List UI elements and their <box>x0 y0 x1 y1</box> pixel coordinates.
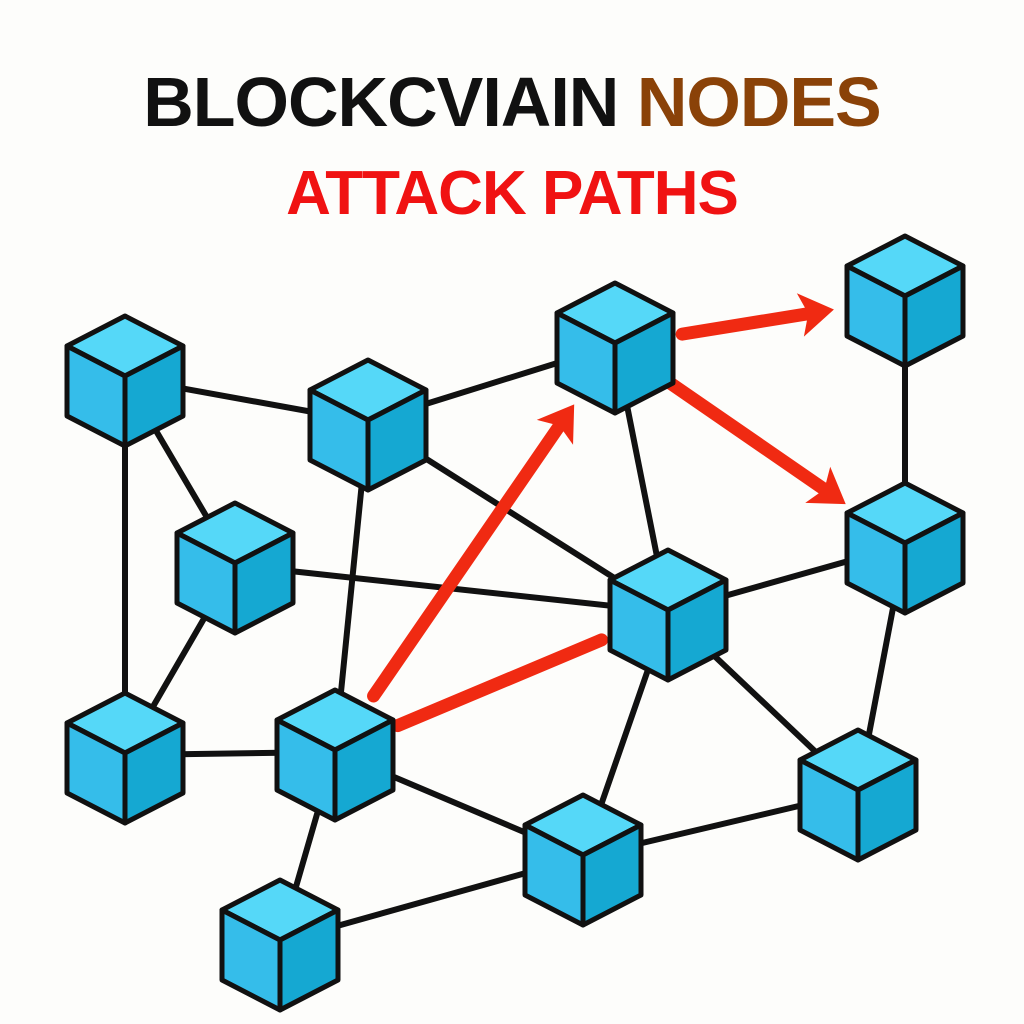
attack-line <box>675 306 821 341</box>
attack-path <box>391 633 609 733</box>
cube-right-face <box>365 387 429 493</box>
arrowhead-icon <box>796 293 834 337</box>
blockchain-node-cube[interactable] <box>797 727 919 863</box>
title-main: BLOCKCVIAIN <box>143 63 637 141</box>
blockchain-node-cube[interactable] <box>274 687 396 823</box>
cube-right-face <box>902 510 966 616</box>
blockchain-node-cube[interactable] <box>64 313 186 449</box>
attack-path <box>675 293 834 341</box>
cube-right-face <box>612 310 676 416</box>
blockchain-node-cube[interactable] <box>844 233 966 369</box>
attack-line <box>391 633 609 733</box>
cube-right-face <box>277 907 341 1013</box>
attack-path <box>367 404 575 703</box>
cube-right-face <box>122 720 186 826</box>
cube-right-face <box>902 263 966 369</box>
attack-line <box>664 377 836 500</box>
arrowhead-icon <box>805 466 846 505</box>
cube-right-face <box>665 577 729 683</box>
blockchain-node-cube[interactable] <box>607 547 729 683</box>
blockchain-node-cube[interactable] <box>844 480 966 616</box>
blockchain-node-cube[interactable] <box>522 792 644 928</box>
cube-right-face <box>580 822 644 928</box>
cube-right-face <box>122 343 186 449</box>
attack-path <box>664 377 846 505</box>
attack-line <box>367 414 570 703</box>
arrowhead-icon <box>536 404 575 445</box>
node-layer <box>64 233 966 1013</box>
blockchain-node-cube[interactable] <box>219 877 341 1013</box>
cube-right-face <box>232 530 296 636</box>
cube-right-face <box>855 757 919 863</box>
attack-path-layer <box>367 293 846 733</box>
diagram-subtitle: ATTACK PATHS <box>286 159 739 228</box>
blockchain-node-cube[interactable] <box>174 500 296 636</box>
title-accent: NODES <box>636 63 882 141</box>
diagram-title: BLOCKCVIAIN NODES <box>0 62 1024 142</box>
blockchain-node-cube[interactable] <box>554 280 676 416</box>
blockchain-node-cube[interactable] <box>307 357 429 493</box>
blockchain-node-cube[interactable] <box>64 690 186 826</box>
cube-right-face <box>332 717 396 823</box>
